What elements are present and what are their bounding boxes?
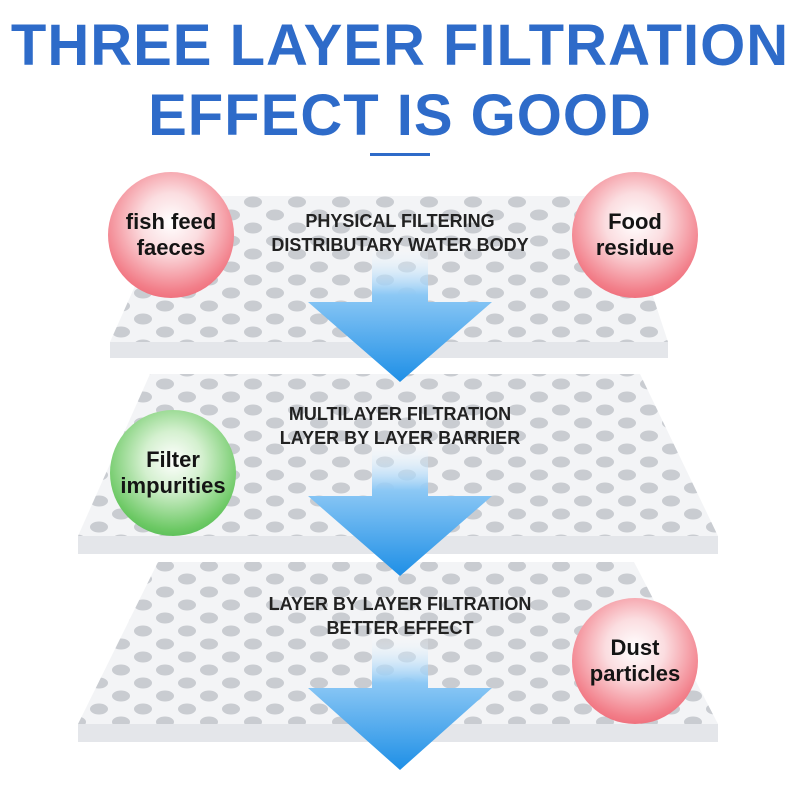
layer-1-caption-line-1: PHYSICAL FILTERING [305,211,495,231]
layer-3-caption-line-2: BETTER EFFECT [326,618,474,638]
layer-2-caption: MULTILAYER FILTRATION LAYER BY LAYER BAR… [200,402,600,450]
title-underline [370,153,430,156]
bubble-dust-line-2: particles [589,661,681,686]
layer-1-caption: PHYSICAL FILTERING DISTRIBUTARY WATER BO… [200,209,600,257]
layer-3-caption-line-1: LAYER BY LAYER FILTRATION [268,594,532,614]
bubble-filter-impurities: Filter impurities [110,410,236,536]
down-arrow-2 [308,444,492,576]
bubble-dust-line-1: Dust [610,635,660,660]
layer-1-caption-line-2: DISTRIBUTARY WATER BODY [271,235,529,255]
layer-2-caption-line-2: LAYER BY LAYER BARRIER [279,428,521,448]
title-line-2: EFFECT IS GOOD [148,83,652,148]
down-arrow-1 [308,248,492,382]
bubble-filter-line-1: Filter [146,447,200,472]
bubble-fish-line-2: faeces [136,235,206,260]
title-line-1: THREE LAYER FILTRATION [10,13,790,78]
layer-3-caption: LAYER BY LAYER FILTRATION BETTER EFFECT [200,592,600,640]
bubble-fish-line-1: fish feed [125,209,217,234]
down-arrow-3 [308,636,492,770]
bubble-dust-particles: Dust particles [572,598,698,724]
layer-2-caption-line-1: MULTILAYER FILTRATION [288,404,512,424]
bubble-food-residue: Food residue [572,172,698,298]
bubble-food-line-1: Food [608,209,662,234]
bubble-fish-feed-faeces: fish feed faeces [108,172,234,298]
bubble-food-line-2: residue [595,235,675,260]
bubble-filter-line-2: impurities [120,473,226,498]
